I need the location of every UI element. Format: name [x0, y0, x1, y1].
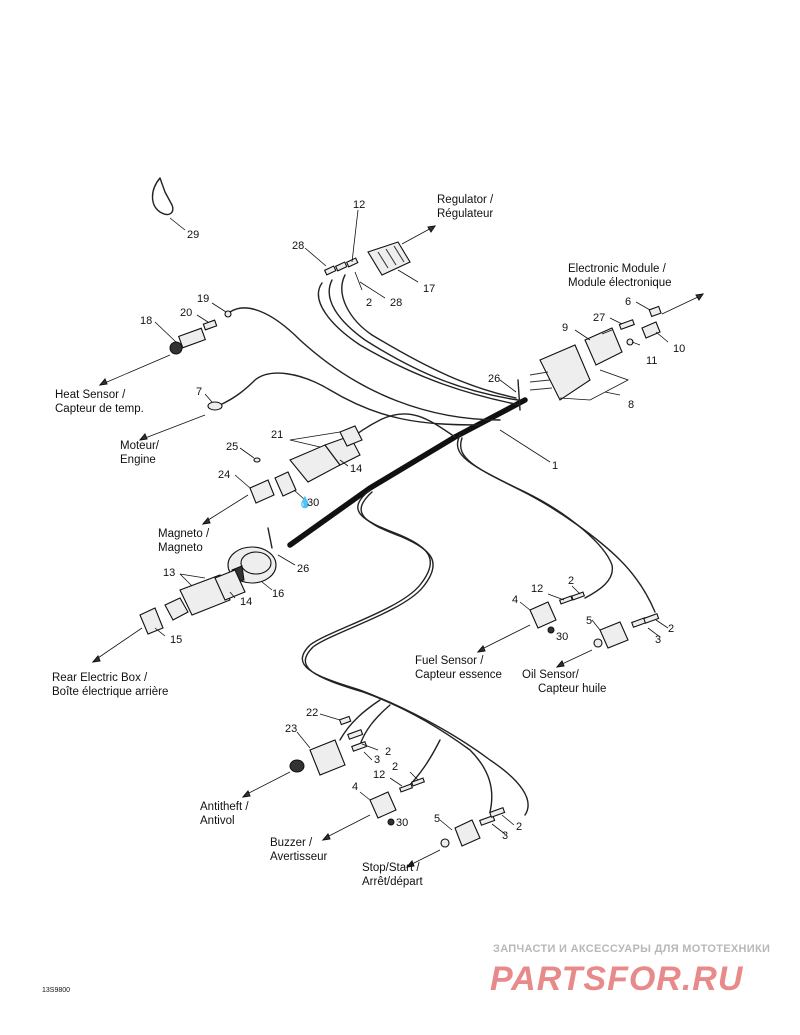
label-fuel-sensor-fr: Capteur essence: [415, 669, 502, 681]
label-buzzer-en: Buzzer /: [270, 837, 313, 849]
label-regulator-fr: Régulateur: [437, 208, 493, 220]
destination-labels: Regulator / Régulateur Electronic Module…: [52, 194, 672, 888]
electronic-module-connector: [499, 327, 629, 411]
callout-27: 27: [593, 312, 605, 324]
callout-30-drop: 💧: [298, 496, 312, 509]
label-engine-en: Engine: [120, 454, 156, 466]
main-harness-trunk: [287, 397, 528, 548]
leader-1: [499, 429, 551, 463]
watermark-logo: PARTSFOR.RU: [490, 960, 744, 998]
label-regulator-en: Regulator /: [437, 194, 494, 206]
callout-2: 2: [366, 297, 372, 309]
oil-sensor-parts: [555, 613, 669, 668]
callout-14: 14: [350, 463, 362, 475]
callout-6: 6: [625, 296, 631, 308]
callout-3: 3: [655, 634, 661, 646]
regulator-terminals: [304, 209, 419, 299]
label-rear-electric-box-fr: Boîte électrique arrière: [52, 686, 168, 698]
callout-26: 26: [297, 563, 309, 575]
label-buzzer-fr: Avertisseur: [270, 851, 327, 863]
watermark-tagline: ЗАПЧАСТИ И АКСЕССУАРЫ ДЛЯ МОТОТЕХНИКИ: [493, 943, 770, 955]
module-terminals: [601, 293, 705, 346]
label-electronic-module-fr: Module électronique: [568, 277, 672, 289]
callout-29: 29: [187, 229, 199, 241]
callout-12: 12: [353, 199, 365, 211]
fuel-sensor-parts: [476, 585, 586, 653]
label-stop-start-fr: Arrêt/départ: [362, 876, 424, 888]
connector-group-14-21: [239, 425, 363, 501]
callout-24: 24: [218, 469, 230, 481]
callout-16: 16: [272, 588, 284, 600]
watermark: ЗАПЧАСТИ И АКСЕССУАРЫ ДЛЯ МОТОТЕХНИКИ PA…: [490, 943, 770, 998]
heat-sensor-parts: [98, 302, 232, 386]
ground-ring-7: [138, 393, 223, 441]
label-magneto-en: Magneto /: [158, 528, 210, 540]
label-engine-fr: Moteur/: [120, 440, 160, 452]
callout-2: 2: [568, 575, 574, 587]
callout-19: 19: [197, 293, 209, 305]
label-heat-sensor-fr: Capteur de temp.: [55, 403, 144, 415]
callout-30: 30: [556, 631, 568, 643]
callout-2: 2: [516, 821, 522, 833]
rear-box-connector: [91, 569, 246, 663]
callout-1: 1: [552, 460, 558, 472]
callout-8: 8: [628, 399, 634, 411]
buzzer-parts: [321, 771, 426, 841]
callout-7: 7: [196, 386, 202, 398]
callout-18: 18: [140, 315, 152, 327]
callout-25: 25: [226, 441, 238, 453]
cable-tie-29: [151, 177, 186, 231]
label-fuel-sensor-en: Fuel Sensor /: [415, 655, 484, 667]
callout-23: 23: [285, 723, 297, 735]
callout-10: 10: [673, 343, 685, 355]
label-magneto-fr: Magneto: [158, 542, 203, 554]
label-stop-start-en: Stop/Start /: [362, 862, 420, 874]
label-oil-sensor-en: Oil Sensor/: [522, 669, 580, 681]
regulator-connector-17: [367, 225, 437, 276]
antitheft-parts: [241, 713, 379, 798]
callout-2: 2: [392, 761, 398, 773]
image-code: 13S9800: [42, 987, 70, 994]
callout-2: 2: [668, 623, 674, 635]
callout-17: 17: [423, 283, 435, 295]
stop-start-parts: [405, 807, 515, 868]
callout-5: 5: [434, 813, 440, 825]
callout-30: 30: [396, 817, 408, 829]
callout-2: 2: [385, 746, 391, 758]
label-oil-sensor-fr: Capteur huile: [538, 683, 606, 695]
label-electronic-module-en: Electronic Module /: [568, 263, 667, 275]
callout-20: 20: [180, 307, 192, 319]
label-antitheft-fr: Antivol: [200, 815, 235, 827]
callout-30: 30: [307, 497, 319, 509]
callout-26: 26: [488, 373, 500, 385]
callout-28: 28: [390, 297, 402, 309]
callout-14: 14: [240, 596, 252, 608]
magneto-16: [227, 527, 296, 591]
callout-21: 21: [271, 429, 283, 441]
callout-12: 12: [373, 769, 385, 781]
label-rear-electric-box-en: Rear Electric Box /: [52, 672, 148, 684]
callout-9: 9: [562, 322, 568, 334]
callout-4: 4: [512, 594, 518, 606]
callout-11: 11: [646, 355, 657, 367]
callout-4: 4: [352, 781, 358, 793]
callout-15: 15: [170, 634, 182, 646]
callout-3: 3: [374, 754, 380, 766]
magneto-connector-24: [201, 474, 275, 525]
callout-12: 12: [531, 583, 543, 595]
callout-28: 28: [292, 240, 304, 252]
label-heat-sensor-en: Heat Sensor /: [55, 389, 126, 401]
callout-22: 22: [306, 707, 318, 719]
callout-13: 13: [163, 567, 175, 579]
callout-numbers: 29 12 28 2 28 17 19 20 18 7 6 27 9 10 11…: [140, 199, 685, 842]
label-antitheft-en: Antitheft /: [200, 801, 249, 813]
callout-3: 3: [502, 830, 508, 842]
callout-5: 5: [586, 615, 592, 627]
